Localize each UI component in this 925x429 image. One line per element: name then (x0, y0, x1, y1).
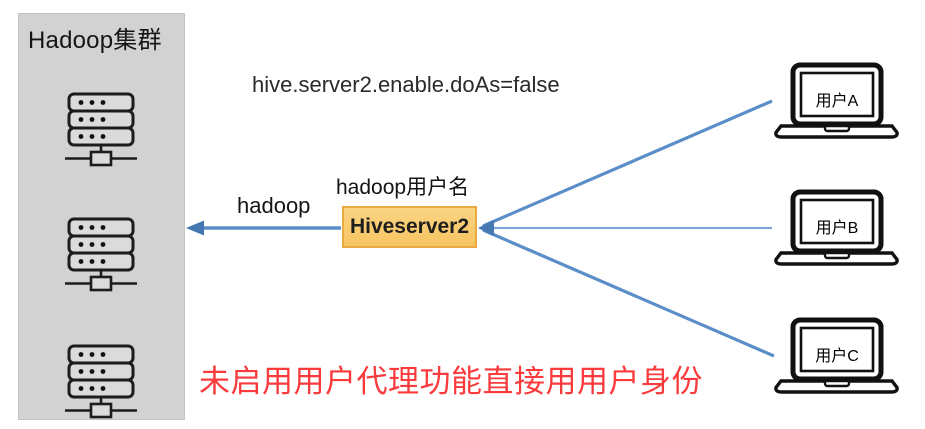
hadoop-username-label: hadoop用户名 (336, 176, 470, 199)
hiveserver2-label: Hiveserver2 (349, 215, 470, 238)
server-rack-icon (59, 344, 143, 422)
config-property-text: hive.server2.enable.doAs=false (252, 72, 560, 97)
user-c-laptop-icon: 用户C (773, 317, 899, 397)
user-b-label: 用户B (815, 220, 859, 237)
server-rack-icon (59, 217, 143, 295)
server-rack-icon (59, 92, 143, 170)
hadoop-cluster-panel: Hadoop集群 (18, 13, 185, 420)
user-a-label: 用户A (815, 93, 859, 110)
hiveserver2-box: Hiveserver2 (342, 206, 477, 248)
cluster-title: Hadoop集群 (28, 27, 162, 54)
user-a-laptop-icon: 用户A (773, 62, 899, 142)
hadoop-arrow-label: hadoop (237, 193, 311, 218)
user-b-laptop-icon: 用户B (773, 189, 899, 269)
left-arrowhead (186, 220, 204, 236)
user-c-label: 用户C (815, 348, 859, 365)
warning-note: 未启用用户代理功能直接用用户身份 (199, 364, 703, 399)
converge-arrowhead (478, 220, 494, 236)
